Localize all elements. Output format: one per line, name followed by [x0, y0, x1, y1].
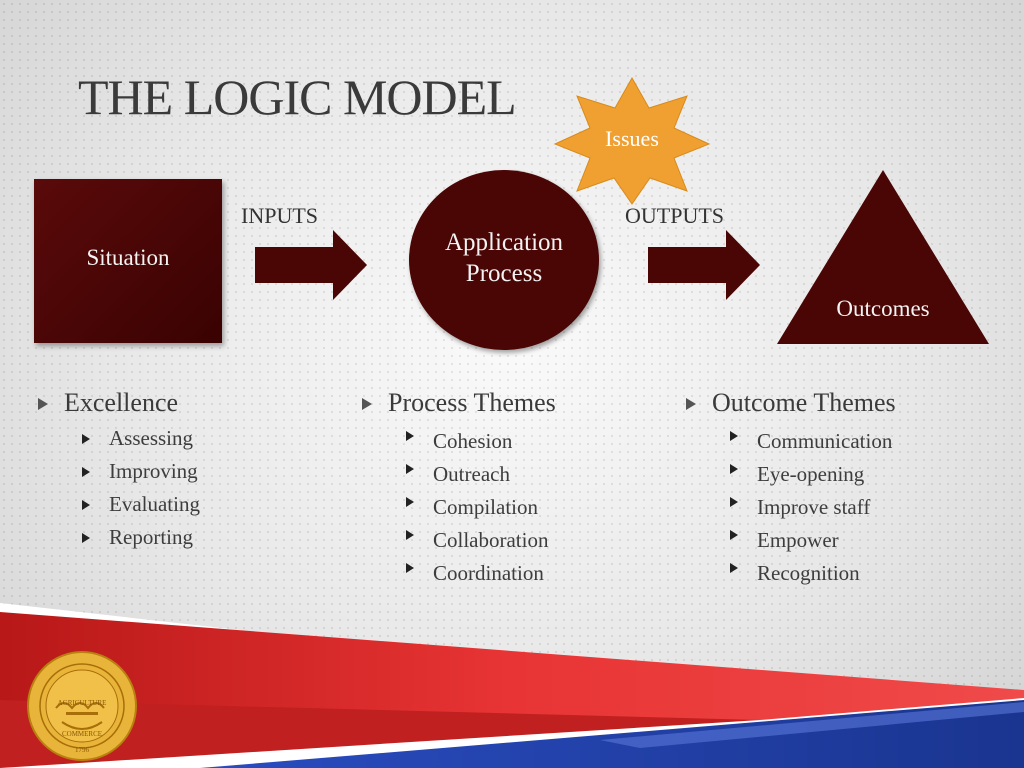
inputs-label: INPUTS: [241, 203, 319, 228]
slide-title: THE LOGIC MODEL: [78, 69, 517, 125]
bullet-icon: [730, 431, 738, 441]
list-item: Empower: [757, 528, 839, 552]
situation-label: Situation: [86, 245, 170, 270]
column-outcome-themes: Outcome Themes Communication Eye-opening…: [686, 388, 896, 585]
bullet-icon: [82, 500, 90, 510]
inputs-arrow: [255, 230, 367, 300]
bullet-icon: [406, 530, 414, 540]
list-item: Coordination: [433, 561, 544, 585]
outcomes-triangle: [777, 170, 989, 344]
bullet-icon: [406, 464, 414, 474]
list-item: Cohesion: [433, 429, 513, 453]
bullet-icon: [82, 467, 90, 477]
bullet-icon: [38, 398, 48, 410]
list-item: Compilation: [433, 495, 538, 519]
bullet-icon: [82, 533, 90, 543]
process-label: Application Process: [409, 227, 599, 289]
column-heading: Process Themes: [388, 388, 556, 417]
process-label-line1: Application: [444, 229, 564, 256]
process-label-line2: Process: [465, 260, 543, 287]
list-item: Recognition: [757, 561, 860, 585]
bullet-icon: [730, 563, 738, 573]
issues-label: Issues: [605, 126, 659, 151]
list-item: Outreach: [433, 462, 510, 486]
column-heading: Outcome Themes: [712, 388, 896, 417]
list-item: Collaboration: [433, 528, 549, 552]
column-heading: Excellence: [64, 388, 179, 417]
outputs-arrow: [648, 230, 760, 300]
outputs-label: OUTPUTS: [625, 203, 725, 228]
column-excellence: Excellence Assessing Improving Evaluatin…: [38, 388, 200, 549]
bullet-icon: [362, 398, 372, 410]
list-item: Assessing: [109, 426, 194, 450]
list-item: Evaluating: [109, 492, 200, 516]
list-item: Improving: [109, 459, 198, 483]
seal-text-agriculture: AGRICULTURE: [58, 699, 107, 707]
situation-box: [34, 179, 222, 343]
seal-text-commerce: COMMERCE: [62, 730, 102, 738]
list-item: Reporting: [109, 525, 193, 549]
list-item: Improve staff: [757, 495, 871, 519]
column-process-themes: Process Themes Cohesion Outreach Compila…: [362, 388, 556, 585]
bullet-icon: [730, 530, 738, 540]
bullet-icon: [82, 434, 90, 444]
issues-starburst: [553, 76, 711, 205]
seal-text-year: 1796: [75, 746, 90, 754]
outcomes-label: Outcomes: [836, 296, 930, 321]
bullet-icon: [406, 563, 414, 573]
list-item: Communication: [757, 429, 893, 453]
bullet-icon: [730, 497, 738, 507]
bullet-icon: [406, 431, 414, 441]
list-item: Eye-opening: [757, 462, 865, 486]
process-circle: [409, 170, 599, 350]
state-seal-logo: AGRICULTURE COMMERCE 1796: [27, 651, 137, 761]
bullet-icon: [406, 497, 414, 507]
bullet-icon: [730, 464, 738, 474]
bullet-icon: [686, 398, 696, 410]
